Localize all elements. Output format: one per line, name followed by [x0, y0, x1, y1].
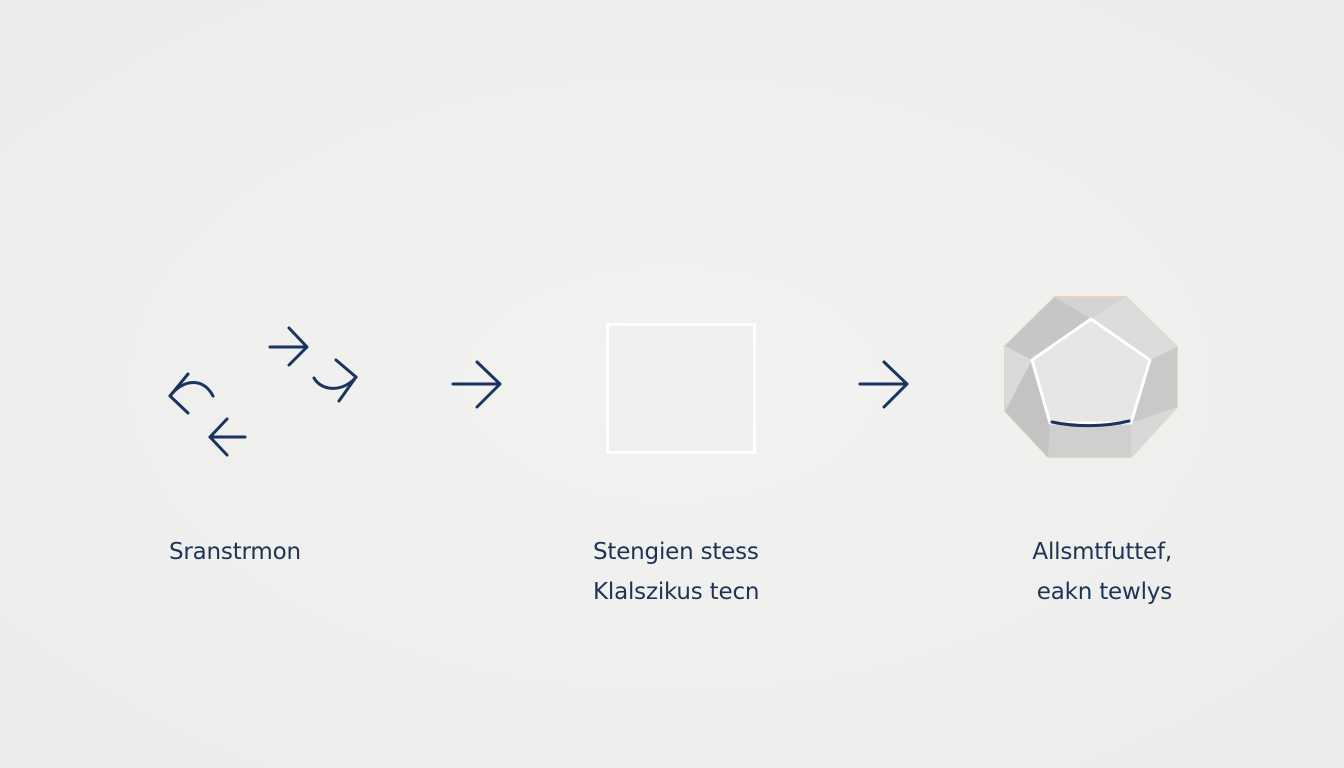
stage-3-caption: Allsmtfuttef, eakn tewlys [1032, 532, 1172, 612]
arrow-right-icon [858, 360, 909, 409]
curved-arrow-right-icon [312, 358, 358, 403]
empty-square-icon [606, 323, 756, 454]
stage-1-caption: Sranstrmon [169, 532, 301, 572]
arrow-right-small-icon [268, 326, 309, 367]
stage-2-caption-line-1: Stengien stess [593, 539, 759, 565]
faceted-octagon-icon [1004, 296, 1178, 458]
stage-3-caption-line-1: Allsmtfuttef, [1032, 539, 1172, 565]
stage-2-caption: Stengien stess Klalszikus tecn [593, 532, 759, 612]
curved-arrow-left-icon [168, 372, 215, 415]
stage-3-caption-line-2: eakn tewlys [1036, 579, 1172, 605]
stage-1-caption-line-1: Sranstrmon [169, 539, 301, 565]
scattered-arrows-icon [168, 326, 358, 457]
arrow-left-small-icon [208, 417, 247, 457]
arrow-right-icon [451, 360, 502, 409]
stage-2-caption-line-2: Klalszikus tecn [593, 579, 760, 605]
